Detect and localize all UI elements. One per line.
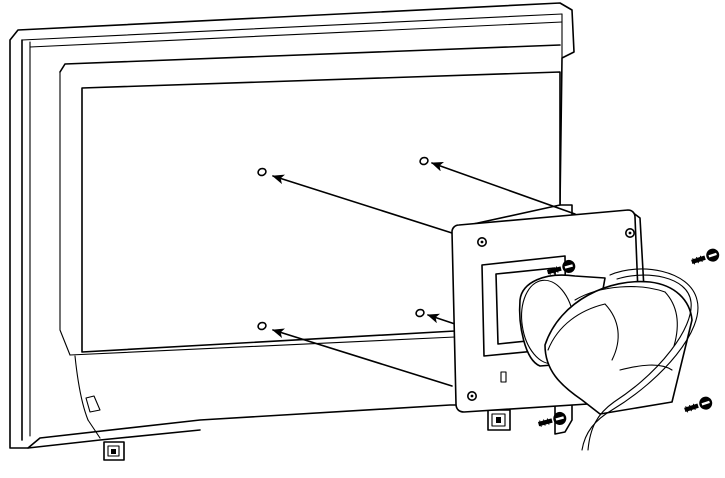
arrow-bottom-right [427, 313, 456, 325]
left-foot-connector [103, 441, 125, 461]
screw-right-bottom [684, 396, 713, 413]
right-foot-connector [487, 409, 511, 431]
screw-hole-top-right [419, 156, 429, 166]
screw-hole-top-left [257, 167, 267, 177]
alignment-arrows [272, 161, 576, 387]
screw-hole-bottom-right [415, 308, 425, 318]
screw-right-top [691, 248, 720, 265]
arrow-top-right [431, 161, 576, 215]
screw-lower-middle [537, 411, 567, 427]
arrow-bottom-left [272, 328, 453, 387]
stand-arm-hinge [481, 255, 693, 415]
cable [581, 268, 699, 451]
arrow-top-left [272, 174, 453, 234]
screw-hole-bottom-left [257, 321, 267, 331]
plate-slot [500, 371, 507, 383]
mounting-holes [257, 156, 429, 331]
screw-upper-middle [546, 259, 576, 275]
monitor-rear-housing [9, 2, 575, 449]
